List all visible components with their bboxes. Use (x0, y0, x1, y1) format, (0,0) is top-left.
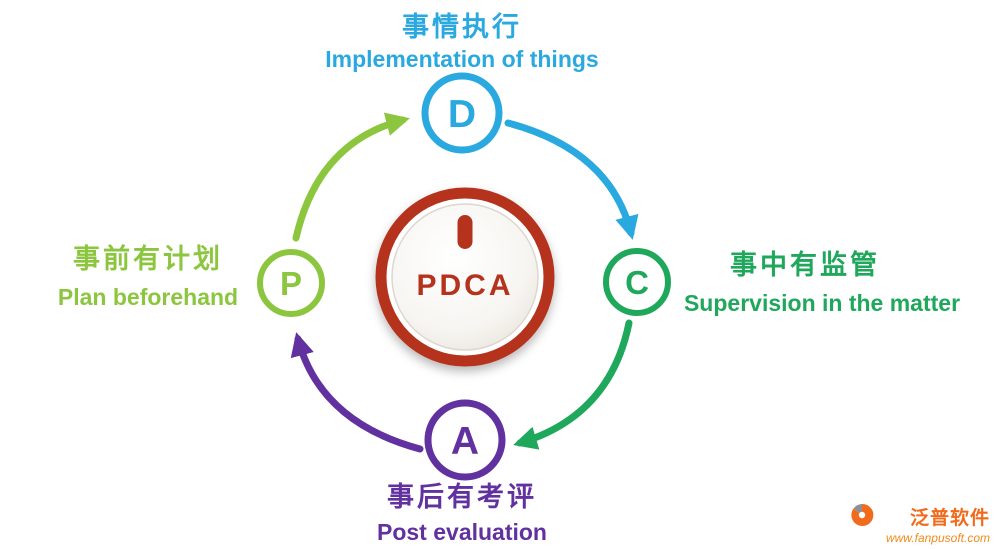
arrow-a-to-p (290, 332, 424, 453)
do-label-english: Implementation of things (325, 46, 599, 72)
node-plan-circle (257, 249, 325, 317)
watermark-url: www.fanpusoft.com (885, 531, 990, 545)
plan-label-chinese: 事前有计划 (73, 244, 223, 275)
arrow-p-to-d (292, 112, 410, 242)
node-check-circle (603, 248, 671, 316)
center-face (391, 203, 539, 351)
node-do-letter: D (448, 93, 476, 136)
arrow-d-to-c (504, 119, 639, 240)
node-act-circle (424, 399, 506, 481)
act-label-chinese: 事后有考评 (387, 482, 537, 513)
node-act-letter: A (451, 420, 479, 463)
pdca-center: PDCA (375, 187, 555, 367)
node-plan-letter: P (280, 265, 302, 302)
watermark-brand: 泛普软件 (909, 507, 990, 529)
arrow-c-to-a (513, 319, 633, 450)
node-do-circle (421, 72, 503, 154)
plan-label-english: Plan beforehand (57, 284, 239, 310)
check-label-english: Supervision in the matter (683, 290, 961, 316)
center-label: PDCA (416, 269, 513, 302)
watermark: 泛普软件 www.fanpusoft.com (850, 503, 990, 545)
do-label-chinese: 事情执行 (402, 12, 522, 43)
act-label-english: Post evaluation (377, 519, 547, 545)
center-indicator-pill (457, 215, 473, 249)
check-label-chinese: 事中有监管 (730, 250, 880, 281)
node-check-letter: C (625, 264, 649, 301)
fanpu-logo-icon (851, 503, 874, 526)
